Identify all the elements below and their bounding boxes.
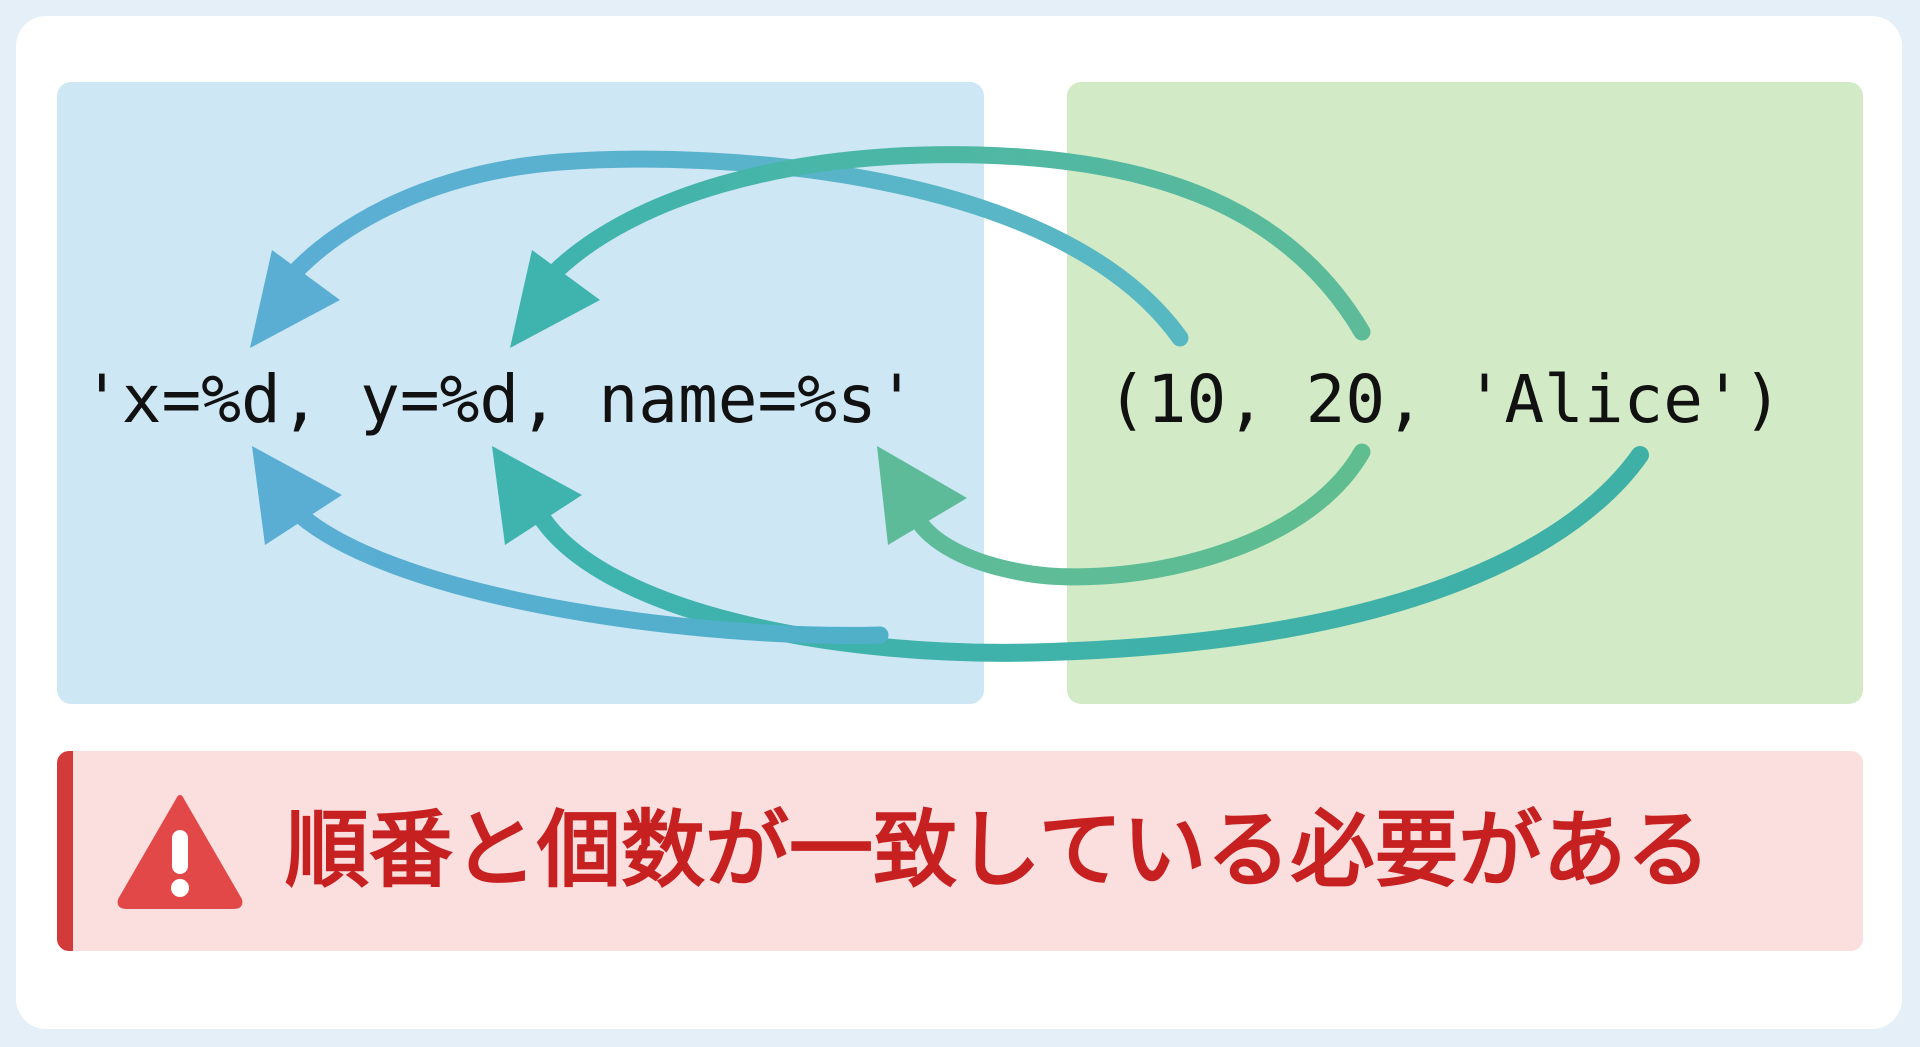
format-string: 'x=%d, y=%d, name=%s' <box>82 361 917 438</box>
warning-message: 順番と個数が一致している必要がある <box>285 801 1711 899</box>
values-tuple: (10, 20, 'Alice') <box>1107 361 1783 438</box>
warning-triangle-icon <box>117 795 243 909</box>
warning-banner <box>57 751 1863 951</box>
